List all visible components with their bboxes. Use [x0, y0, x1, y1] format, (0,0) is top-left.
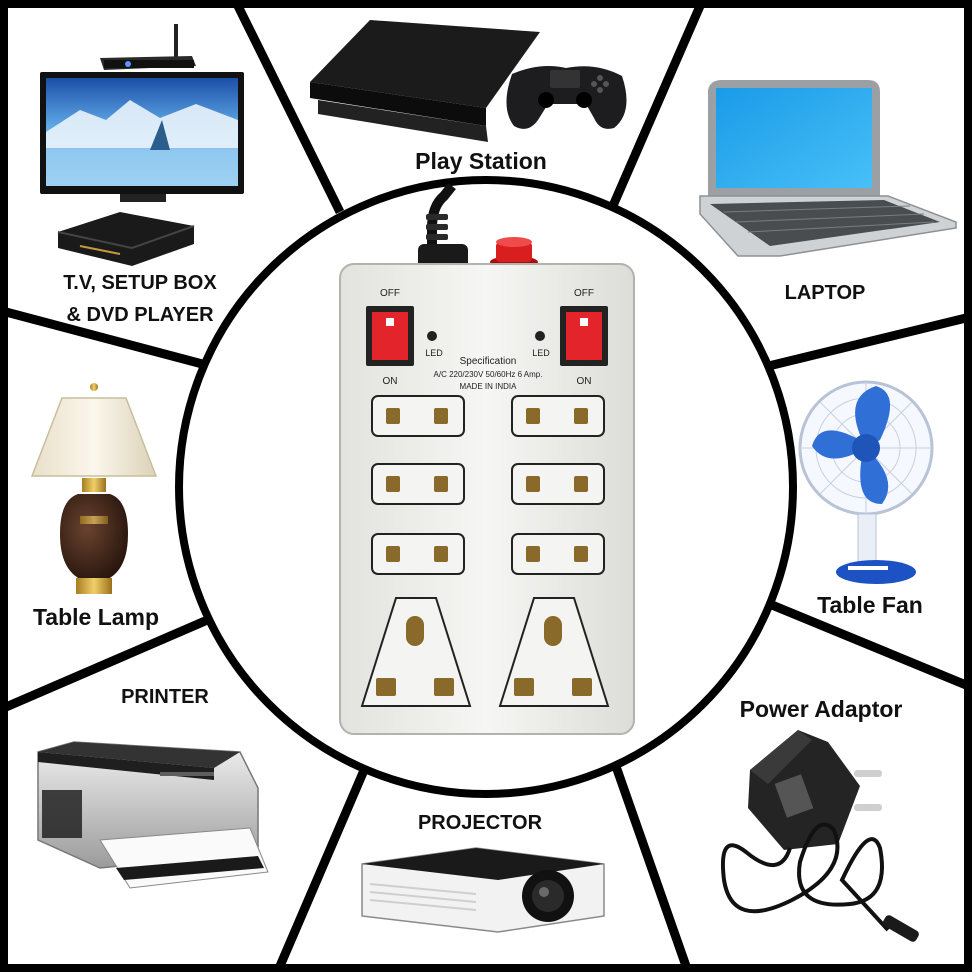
tv-setup-box-label: T.V, SETUP BOX: [63, 272, 217, 294]
large-socket: [498, 597, 610, 707]
right-switch-on-label: ON: [577, 376, 592, 387]
play-station-illustration: [310, 20, 627, 142]
spec-title: Specification: [460, 356, 517, 367]
table-fan-illustration: [798, 380, 934, 584]
small-socket: [371, 395, 465, 437]
power-adaptor-label: Power Adaptor: [739, 696, 903, 722]
laptop-illustration: [699, 80, 957, 257]
projector-label: PROJECTOR: [417, 812, 543, 834]
power-adaptor-illustration: [721, 730, 919, 942]
small-socket: [511, 395, 605, 437]
dvd-player-label: & DVD PLAYER: [66, 304, 214, 326]
projector-illustration: [361, 847, 605, 933]
small-socket: [511, 463, 605, 505]
right-led-dot: [535, 331, 545, 341]
right-led-label: LED: [532, 348, 550, 358]
left-led-dot: [427, 331, 437, 341]
printer-illustration: [37, 741, 269, 889]
right-switch-off-label: OFF: [574, 288, 594, 299]
power-strip: OFF ON OFF ON LED LED Specification A/C …: [339, 182, 635, 735]
large-socket: [360, 597, 472, 707]
divider-spokes: [4, 4, 968, 968]
small-socket: [371, 533, 465, 575]
laptop-label: LAPTOP: [784, 282, 866, 304]
table-lamp-illustration: [30, 383, 158, 594]
play-station-label: Play Station: [415, 148, 547, 174]
small-socket: [371, 463, 465, 505]
spec-rating: A/C 220/230V 50/60Hz 6 Amp.: [434, 370, 543, 379]
left-switch-off-label: OFF: [380, 288, 400, 299]
tv-setup-dvd-illustration: [40, 24, 244, 266]
printer-label: PRINTER: [121, 686, 209, 708]
small-socket: [511, 533, 605, 575]
table-fan-label: Table Fan: [817, 592, 923, 618]
left-led-label: LED: [425, 348, 443, 358]
table-lamp-label: Table Lamp: [32, 604, 160, 630]
left-switch-on-label: ON: [383, 376, 398, 387]
spec-origin: MADE IN INDIA: [460, 382, 518, 391]
